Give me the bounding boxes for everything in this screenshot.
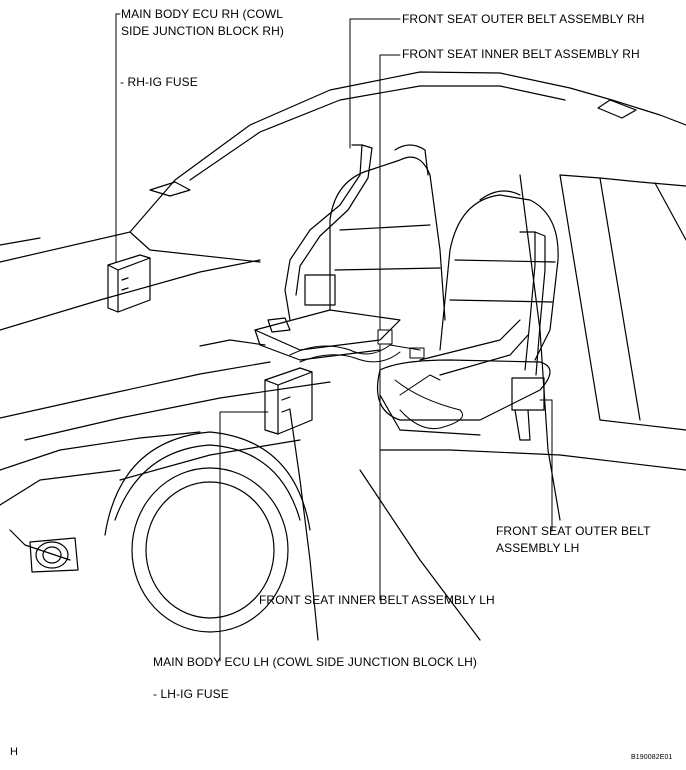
label-lh-ig-fuse: - LH-IG FUSE — [153, 687, 229, 701]
leader-lines — [115, 13, 553, 662]
label-line: MAIN BODY ECU RH (COWL — [121, 7, 283, 21]
label-main-body-ecu-rh: MAIN BODY ECU RH (COWL SIDE JUNCTION BLO… — [121, 6, 284, 40]
label-front-seat-inner-belt-rh: FRONT SEAT INNER BELT ASSEMBLY RH — [402, 47, 640, 61]
label-line: FRONT SEAT OUTER BELT — [496, 524, 651, 538]
outer-belt-rh — [267, 144, 373, 333]
label-line: SIDE JUNCTION BLOCK RH) — [121, 24, 284, 38]
label-line: ASSEMBLY LH — [496, 541, 580, 555]
front-wheel — [104, 431, 311, 633]
label-front-seat-outer-belt-lh: FRONT SEAT OUTER BELT ASSEMBLY LH — [496, 523, 651, 557]
car-body-outline — [0, 71, 686, 641]
label-front-seat-inner-belt-lh: FRONT SEAT INNER BELT ASSEMBLY LH — [259, 593, 495, 607]
figure-code: B190082E01 — [631, 754, 673, 761]
ecu-rh-unit — [107, 254, 151, 313]
label-front-seat-outer-belt-rh: FRONT SEAT OUTER BELT ASSEMBLY RH — [402, 12, 645, 26]
front-seat-rh — [254, 144, 446, 361]
corner-letter: H — [10, 746, 19, 758]
wire-harness — [289, 329, 463, 430]
front-seat-lh — [376, 190, 559, 436]
label-main-body-ecu-lh: MAIN BODY ECU LH (COWL SIDE JUNCTION BLO… — [153, 655, 477, 669]
label-rh-ig-fuse: - RH-IG FUSE — [120, 75, 198, 89]
outer-belt-lh — [419, 231, 546, 441]
ecu-lh-unit — [264, 367, 313, 435]
fog-lamp — [29, 537, 79, 573]
